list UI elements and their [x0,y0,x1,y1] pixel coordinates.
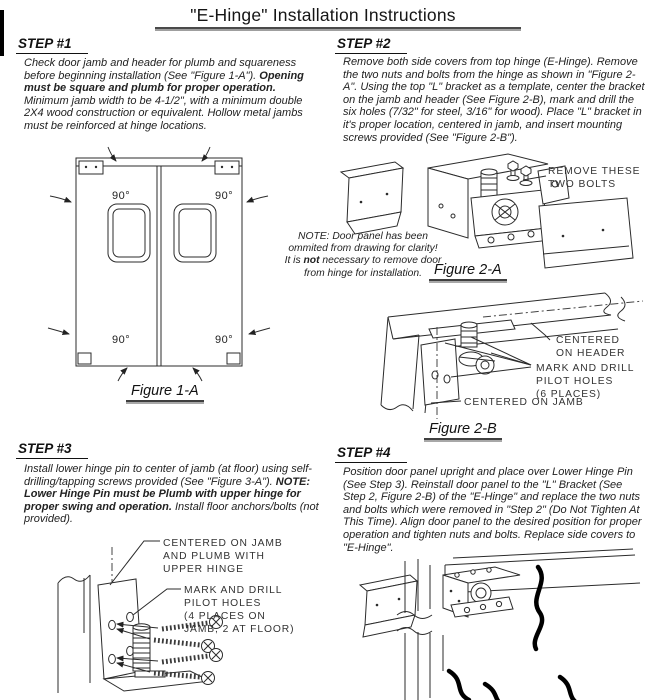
centered-on-jamb-plumb-callout: CENTERED ON JAMB AND PLUMB WITH UPPER HI… [163,538,283,575]
angle-label: 90° [215,190,234,202]
side-cover-left [360,575,417,637]
centerline-horizontal [483,301,643,317]
step-1-paragraph: Check door jamb and header for plumb and… [24,57,318,133]
jamb-board [58,575,90,693]
figure-2a-drawing [333,146,646,272]
note-text-run: necessary to remove door from hinge for … [304,255,442,279]
remove-bolts-callout: REMOVE THESE TWO BOLTS [548,166,641,190]
figure-2b-drawing [333,287,646,423]
step-4-paragraph: Position door panel upright and place ov… [343,466,642,554]
note-text-run: NOTE: Door panel has been ommited from d… [284,231,438,267]
mounting-screws [116,616,223,685]
bolts-leader-line [523,176,546,180]
step-1-heading: STEP #1 [16,36,88,54]
step-3-paragraph: Install lower hinge pin to center of jam… [24,463,322,526]
step-1-bold-run: Opening must be square and plumb for pro… [24,69,304,95]
hinge-plate [215,161,239,174]
figure-3a-drawing [40,533,340,700]
figure-1a-caption: Figure 1-A [126,383,204,400]
step-1-text-run: Minimum jamb width to be 4-1/2", with a … [24,94,303,132]
step-3-text-run: Install floor anchors/bolts (not provide… [24,500,319,526]
centered-on-jamb-callout: CENTERED ON JAMB [464,397,584,408]
side-cover-left [341,162,403,234]
wall-break-lines [449,567,580,700]
figure-2a-note: NOTE: Door panel has been ommited from d… [276,231,450,280]
pilot-holes-4-callout: MARK AND DRILL PILOT HOLES (4 PLACES ON … [184,585,295,635]
pilot-holes-6-callout: MARK AND DRILL PILOT HOLES (6 PLACES) [536,363,635,400]
callout-leader-lines [110,541,181,615]
figure-2b-caption: Figure 2-B [424,421,502,438]
step-4-heading: STEP #4 [335,445,407,463]
step-3-bold-run: NOTE: Lower Hinge Pin must be Plumb with… [24,475,310,513]
hinge-plate [79,161,103,174]
step-4-drawing [335,553,646,700]
door-window-left [108,204,150,262]
remove-bolts [507,161,532,186]
hinge-mechanism [428,154,569,248]
callout-leader-lines [431,323,550,403]
figure-2a-caption: Figure 2-A [429,262,507,279]
hinge-mechanism [443,567,520,617]
angle-label: 90° [215,334,234,346]
step-3-heading: STEP #3 [16,441,88,459]
step-3-text-run: Install lower hinge pin to center of jam… [24,463,312,488]
step-2-heading: STEP #2 [335,36,407,54]
page-title: "E-Hinge" Installation Instructions [190,5,456,25]
figure-1a-drawing [8,146,318,382]
title-underline [155,27,521,31]
door-window-right [174,204,216,262]
jamb-post [397,559,443,700]
note-bold-run: not [303,255,320,267]
side-cover-right [539,198,633,268]
hinge-pin-assembly [459,322,495,374]
angle-label: 90° [112,334,131,346]
door-center-mullion [157,166,161,366]
squareness-arrows [48,147,270,381]
step-2-paragraph: Remove both side covers from top hinge (… [343,56,645,144]
angle-label: 90° [112,190,131,202]
centered-on-header-callout: CENTERED ON HEADER [556,335,626,359]
step-1-text-run: Check door jamb and header for plumb and… [24,57,297,82]
scan-artifact [0,10,4,56]
corner-bracket [78,353,240,364]
